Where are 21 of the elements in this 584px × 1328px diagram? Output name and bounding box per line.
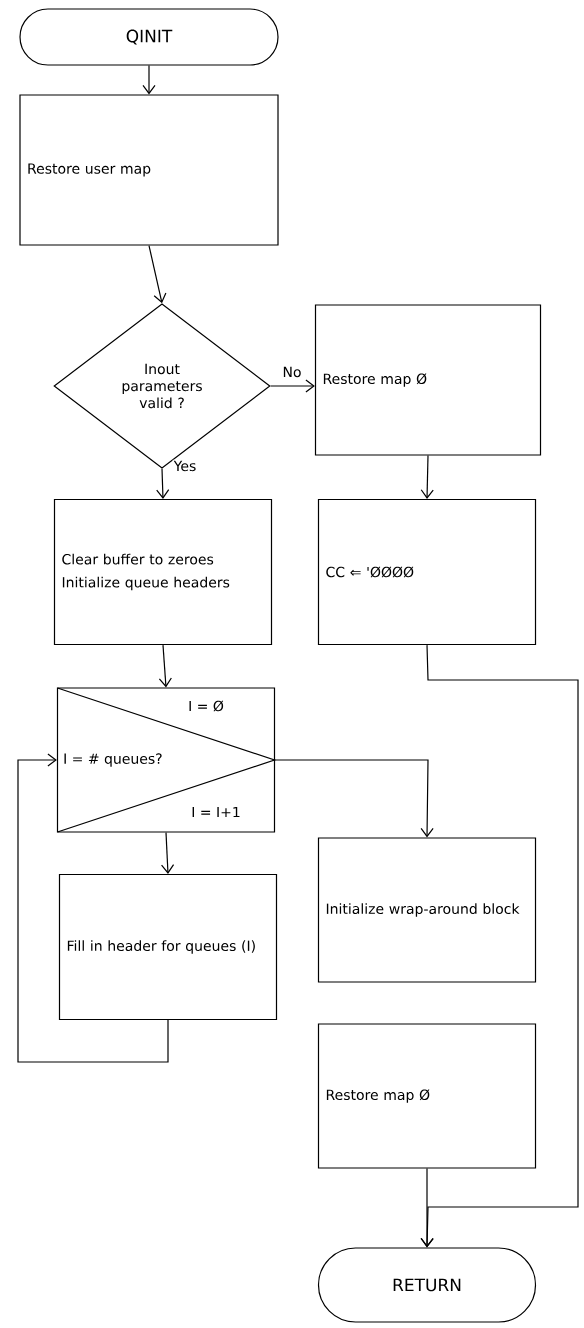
edge-label: Yes — [172, 459, 198, 473]
process-box: Clear buffer to zeroes Initialize queue headers — [53, 498, 273, 646]
process-box: Initialize wrap-around block — [317, 837, 537, 983]
arrow — [274, 759, 434, 838]
arrow — [158, 644, 172, 688]
arrow — [156, 468, 170, 499]
process-box: Restore map Ø — [317, 1023, 537, 1169]
arrow — [160, 832, 175, 874]
process-box: Restore user map — [19, 94, 279, 246]
process-box: CC ⇐ 'ØØØØ — [317, 498, 537, 646]
process-box: Fill in header for queues (I) — [58, 873, 278, 1021]
arrow — [420, 455, 434, 499]
edge-label: No — [281, 365, 303, 379]
loop-box: I = Ø I = # queues? I = I+1 — [56, 687, 277, 833]
arrow — [142, 65, 156, 95]
arrow — [17, 753, 169, 1063]
arrow — [270, 379, 315, 393]
arrow — [420, 1168, 434, 1248]
process-box: Restore map Ø — [314, 304, 542, 456]
arrow — [148, 245, 167, 304]
arrow — [420, 644, 579, 1248]
